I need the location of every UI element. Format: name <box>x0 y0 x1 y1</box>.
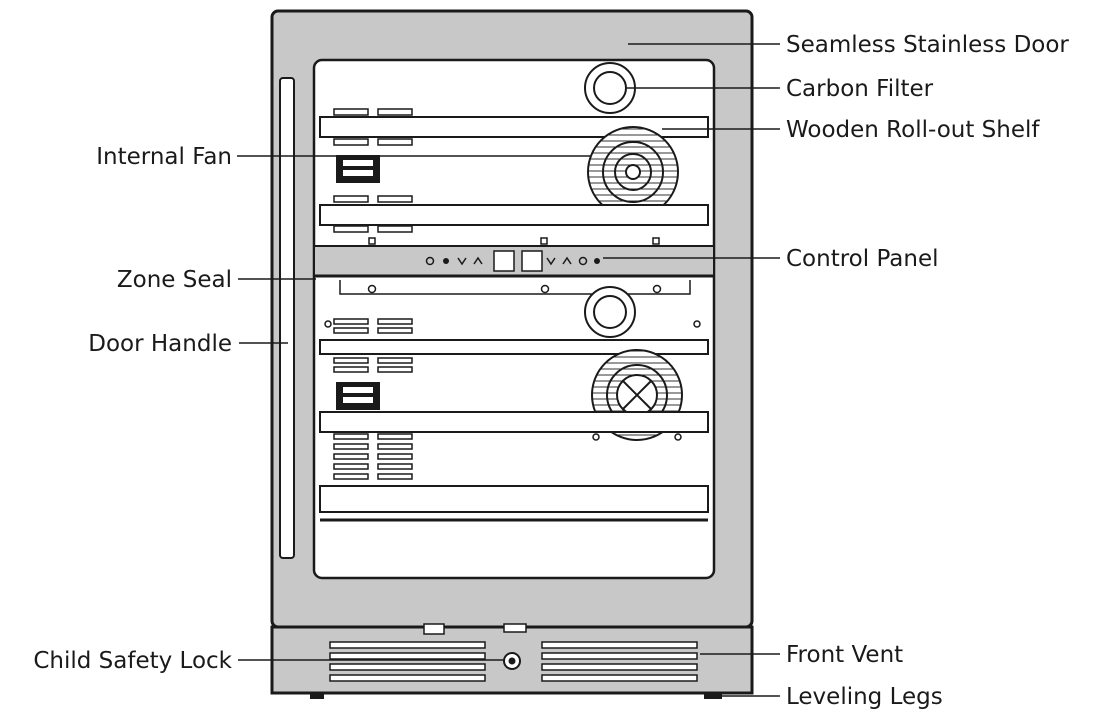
label-front-vent: Front Vent <box>786 642 903 668</box>
label-child-safety-lock: Child Safety Lock <box>33 648 232 674</box>
internal-fan-upper <box>587 126 679 218</box>
down-arrow-icon <box>546 257 556 266</box>
leveling-leg-right <box>704 693 722 699</box>
lock-button-icon <box>594 258 600 264</box>
label-control-panel: Control Panel <box>786 246 939 272</box>
label-carbon-filter: Carbon Filter <box>786 76 934 102</box>
thermostat-block-lower <box>336 382 380 410</box>
mode-button-icon <box>578 256 588 266</box>
up-arrow-icon <box>562 256 572 265</box>
display-right <box>521 250 543 272</box>
label-seamless-stainless-door: Seamless Stainless Door <box>786 32 1069 58</box>
leveling-leg-left <box>310 693 324 699</box>
up-arrow-icon <box>473 256 483 265</box>
shelf <box>319 411 709 433</box>
label-wooden-rollout-shelf: Wooden Roll-out Shelf <box>786 117 1040 143</box>
bottom-bin <box>319 485 709 513</box>
shelf <box>319 204 709 226</box>
thermostat-block-upper <box>336 155 380 183</box>
door-handle <box>279 77 295 559</box>
control-panel <box>313 245 715 278</box>
lower-zone <box>319 280 709 522</box>
rack-slots <box>333 318 413 480</box>
down-arrow-icon <box>457 257 467 266</box>
upper-zone <box>319 62 709 245</box>
rack-slots <box>333 108 413 233</box>
callout-labels: Seamless Stainless Door Carbon Filter Wo… <box>33 32 1069 710</box>
label-leveling-legs: Leveling Legs <box>786 684 943 710</box>
light-button-icon <box>443 258 449 264</box>
label-door-handle: Door Handle <box>88 331 232 357</box>
base <box>270 623 754 699</box>
carbon-filter-inner <box>593 295 627 329</box>
power-button-icon <box>425 256 435 266</box>
display-left <box>493 250 515 272</box>
label-internal-fan: Internal Fan <box>96 144 232 170</box>
vent-slats <box>329 641 698 682</box>
carbon-filter-inner <box>593 71 627 105</box>
shelf <box>319 339 709 355</box>
leader-lines <box>237 43 780 697</box>
label-zone-seal: Zone Seal <box>117 267 232 293</box>
